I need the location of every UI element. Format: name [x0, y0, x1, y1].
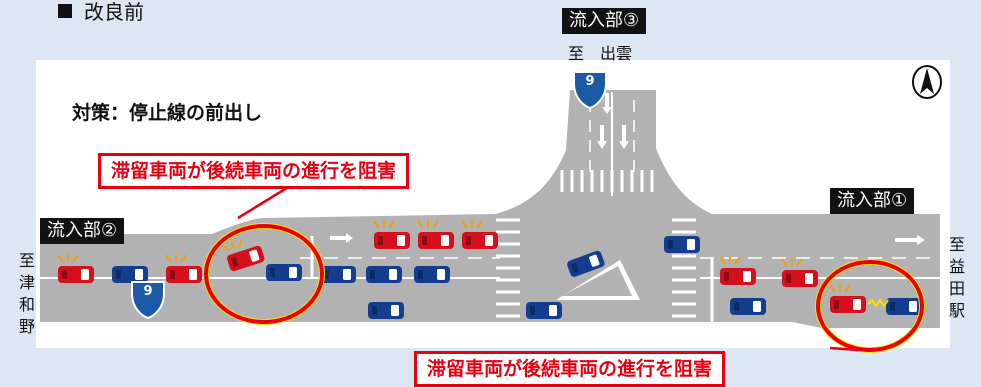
approach-2-label: 流入部② — [40, 218, 125, 244]
approach-3-label: 流入部③ — [562, 8, 647, 34]
lane-arrow-icon — [330, 93, 925, 245]
section-header-label: 改良前 — [84, 0, 144, 24]
destination-east: 至益田駅 — [948, 235, 965, 320]
route-number-north: 9 — [585, 74, 595, 89]
route-shield-icon — [573, 71, 607, 110]
problem-ring-left — [204, 224, 324, 324]
road-surface — [40, 90, 940, 328]
route-number-west: 9 — [143, 284, 153, 299]
callout-bottom: 滞留車両が後続車両の進行を阻害 — [414, 351, 726, 387]
crosswalk-west — [496, 218, 520, 318]
approach-1-label: 流入部① — [830, 188, 915, 214]
section-header: 改良前 — [58, 0, 144, 25]
destination-north: 至 出雲 — [568, 44, 633, 63]
north-arrow-icon — [912, 65, 942, 99]
callout-top: 滞留車両が後続車両の進行を阻害 — [98, 153, 410, 189]
measure-title: 対策：停止線の前出し — [72, 102, 263, 124]
route-shield-icon — [131, 281, 165, 320]
callout-leader-bottom — [829, 346, 859, 352]
traffic-island-inner — [562, 266, 632, 296]
crosswalk-north — [560, 170, 654, 192]
conflict-spark-icon — [867, 298, 889, 308]
destination-west: 至津和野 — [18, 251, 35, 336]
callout-leader-top — [237, 184, 291, 220]
problem-ring-right — [816, 260, 924, 352]
bullet-square-icon — [58, 3, 72, 18]
